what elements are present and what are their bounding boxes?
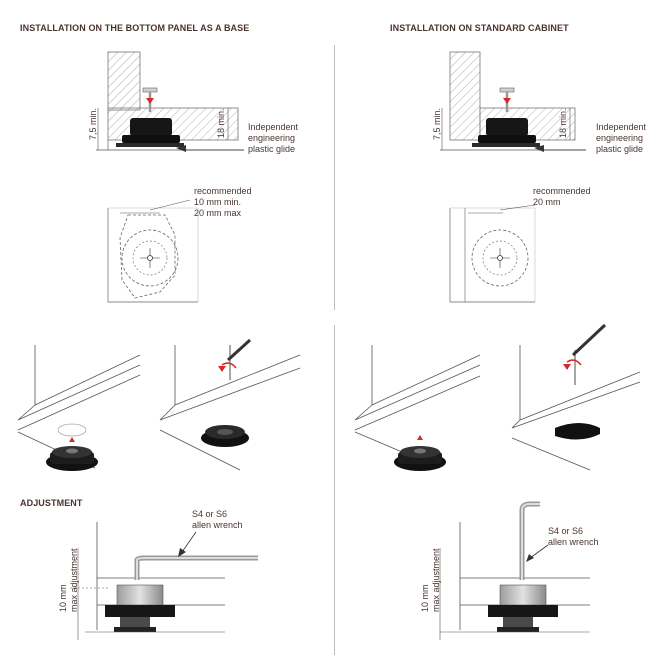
dim-height-right: 7,5 min. [432, 107, 442, 140]
screw-icon [142, 87, 158, 112]
divider-top [334, 45, 335, 310]
heading-left: INSTALLATION ON THE BOTTOM PANEL AS A BA… [20, 23, 250, 33]
glide-icon [116, 118, 184, 147]
dim-panel-left: 18 min. [216, 108, 226, 138]
perspective-install-left-1 [17, 345, 141, 471]
section-standard-cabinet [440, 51, 586, 152]
adjustment-right [439, 501, 590, 640]
plan-view-right [449, 204, 536, 303]
heading-adjustment: ADJUSTMENT [20, 498, 83, 508]
dim-panel-right: 18 min. [558, 108, 568, 138]
screw-icon [499, 87, 515, 112]
perspective-install-right-2 [511, 323, 641, 471]
dim-height-left: 7,5 min. [88, 107, 98, 140]
adjustment-left [70, 522, 258, 640]
perspective-install-right-1 [354, 345, 481, 471]
divider-bottom [334, 325, 335, 655]
max-adjust-left-1: 10 mm [58, 584, 68, 612]
max-adjust-right-2: max adjustment [431, 548, 441, 612]
glide-icon [472, 118, 540, 147]
heading-right: INSTALLATION ON STANDARD CABINET [390, 23, 569, 33]
max-adjust-left-2: max adjustment [69, 548, 79, 612]
plan-view-left [107, 199, 199, 303]
perspective-install-left-2 [159, 338, 301, 471]
section-bottom-panel [96, 51, 244, 152]
max-adjust-right-1: 10 mm [420, 584, 430, 612]
